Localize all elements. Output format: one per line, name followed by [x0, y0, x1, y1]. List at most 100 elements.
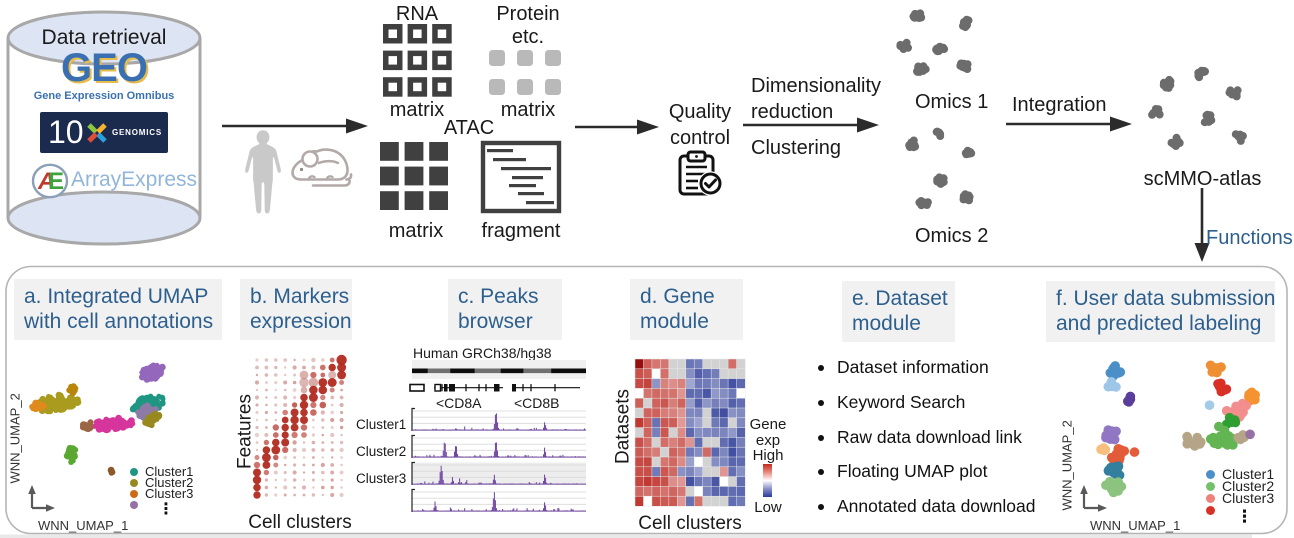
bullet-label: Floating UMAP plot [837, 461, 988, 481]
dataset-module-item: Keyword Search [818, 392, 965, 413]
bullet-icon [818, 503, 824, 510]
legend-dot-cluster3 [130, 489, 138, 498]
legend-label: Cluster1 [1222, 466, 1275, 482]
track-label-cluster3: Cluster3 [356, 471, 407, 486]
umap-f-legend: Cluster1 Cluster2 Cluster3 ⋮ [1206, 466, 1275, 525]
dotplot-xlabel: Cell clusters [248, 512, 352, 533]
bullet-icon [818, 399, 824, 406]
panel-a-title-line1: a. Integrated UMAP [24, 285, 209, 308]
panel-f-title: f. User data submission and predicted la… [1046, 281, 1275, 342]
mouse-icon [291, 148, 353, 187]
rna-matrix-label: matrix [389, 99, 445, 121]
atlas-label: scMMO-atlas [1143, 168, 1262, 190]
panel-d-title-line2: module [640, 310, 709, 333]
track-label-cluster1: Cluster1 [356, 417, 407, 432]
panel-f-title-line2: and predicted labeling [1056, 312, 1262, 335]
dim-reduction-label-line1: Dimensionality [751, 75, 882, 97]
legend-dot-cluster1 [130, 467, 138, 476]
colorbar-title-line2: exp [755, 432, 781, 449]
human-icon [245, 130, 281, 214]
colorbar-low-label: Low [754, 499, 782, 516]
panel-e-title-line2: module [852, 312, 921, 335]
geo-subtitle: Gene Expression Omnibus [33, 90, 175, 102]
colorbar-title-line1: Gene [749, 416, 787, 433]
panel-e-title-line1: e. Dataset [852, 287, 948, 310]
legend-ellipsis: ⋮ [158, 501, 174, 518]
arrow-omics-to-atlas [1006, 116, 1132, 132]
rna-label: RNA [395, 3, 439, 25]
panel-a-title-line2: with cell annotations [24, 310, 214, 333]
panel-f-title-line1: f. User data submission [1056, 287, 1276, 310]
fragment-icon [480, 140, 562, 214]
legend-dot-cluster1 [1206, 469, 1215, 479]
legend-ellipsis: ⋮ [1236, 507, 1253, 526]
atac-matrix-icon [380, 142, 448, 210]
legend-item [1206, 504, 1274, 516]
gene-cd8a-label: <CD8A [436, 395, 482, 411]
colorbar-gradient [763, 464, 772, 497]
umap-a-xaxis-label: WNN_UMAP_1 [38, 518, 129, 533]
tenx-word: GENOMICS [112, 128, 162, 137]
bullet-label: Dataset information [837, 357, 989, 377]
bullet-label: Annotated data download [837, 496, 1036, 516]
heatmap-xlabel: Cell clusters [638, 513, 742, 534]
protein-label: Protein [496, 3, 560, 25]
track-label-cluster2: Cluster2 [356, 444, 407, 459]
bullet-icon [818, 364, 824, 371]
legend-dot-cluster2 [130, 478, 138, 487]
panel-c-title-line1: c. Peaks [458, 285, 539, 308]
legend-dot-cluster2 [1206, 481, 1215, 491]
panel-a-title: a. Integrated UMAP with cell annotations [14, 279, 222, 340]
legend-label: Cluster1 [145, 464, 194, 479]
protein-matrix-icon [489, 50, 561, 95]
protein-matrix-label: matrix [500, 99, 556, 121]
integration-label: Integration [1012, 94, 1107, 116]
dataset-module-item: Floating UMAP plot [818, 461, 987, 482]
colorbar-high-label: High [752, 447, 784, 464]
gene-cd8b-label: <CD8B [514, 395, 560, 411]
legend-item: Cluster1 [130, 464, 194, 479]
legend-label: Cluster2 [145, 475, 194, 490]
panel-c-title-line2: browser [458, 310, 533, 333]
svg-text:A: A [37, 168, 55, 195]
legend-item: Cluster1 [1206, 466, 1275, 482]
svg-text:E: E [48, 168, 64, 195]
cylinder-bottom [6, 190, 202, 246]
arrow-qc-to-omics [743, 117, 879, 133]
legend-item: Cluster2 [1206, 478, 1275, 494]
bullet-label: Raw data download link [837, 427, 1022, 447]
legend-label: Cluster2 [1222, 478, 1275, 494]
panel-c-title: c. Peaks browser [448, 279, 562, 340]
legend-dot-more [1206, 505, 1215, 515]
dataset-module-item: Annotated data download [818, 496, 1036, 517]
panel-b-title: b. Markers expression [240, 279, 352, 340]
bullet-icon [818, 468, 824, 475]
arrayexpress-icon: A E [31, 163, 69, 199]
omics2-label: Omics 2 [915, 225, 989, 247]
genome-build-label: Human GRCh38/hg38 [413, 345, 552, 361]
panel-d-title: d. Gene module [630, 279, 743, 340]
arrow-atlas-to-functions [1194, 188, 1210, 262]
legend-item [130, 499, 193, 510]
legend-label: Cluster3 [1222, 490, 1275, 506]
legend-item: Cluster3 [1206, 490, 1275, 506]
umap-f-axes-icon [1080, 485, 1107, 512]
arrayexpress-word: ArrayExpress [71, 168, 198, 191]
quality-control-icon [678, 150, 723, 196]
data-retrieval-title: Data retrieval [41, 26, 167, 49]
protein-etc-label: etc. [511, 26, 545, 48]
umap-f-xaxis-label: WNN_UMAP_1 [1090, 518, 1181, 533]
umap-a-axes-icon [28, 485, 55, 512]
dim-reduction-label-line2: reduction [751, 101, 834, 123]
functions-label: Functions [1206, 227, 1293, 249]
umap-a-legend: Cluster1 Cluster2 Cluster3 ⋮ [130, 464, 194, 518]
panel-d-title-line1: d. Gene [640, 285, 715, 308]
bullet-label: Keyword Search [837, 392, 966, 412]
arrow-retrieval-to-modalities [222, 118, 368, 134]
